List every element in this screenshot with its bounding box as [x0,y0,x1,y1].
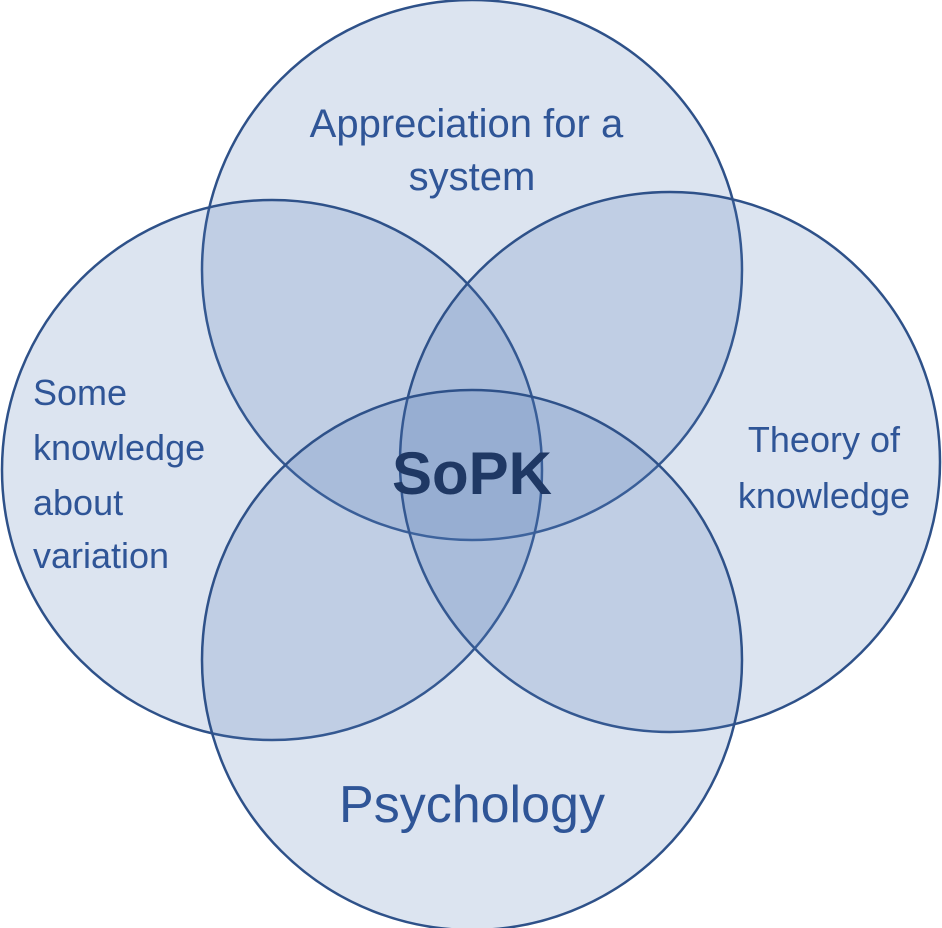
label-line: knowledge [738,475,910,516]
label-line: Some [33,372,127,413]
circle-knowledge-about-variation [0,198,544,742]
label-line: Appreciation for a [310,102,624,146]
label-psychology: Psychology [339,776,605,834]
venn-labels: Appreciation for a system Some knowledge… [33,102,910,834]
label-line: knowledge [33,427,205,468]
label-theory-of-knowledge: Theory of knowledge [738,419,910,516]
label-line: variation [33,535,169,576]
label-some-knowledge-about-variation: Some knowledge about variation [33,372,215,576]
label-line: Theory of [748,419,901,460]
circle-appreciation-for-a-system [200,0,744,542]
circle-psychology [200,388,744,928]
label-line: system [409,155,536,199]
label-line: about [33,482,123,523]
circle-theory-of-knowledge [398,190,942,734]
label-line: Psychology [339,776,605,834]
center-label-sopk: SoPK [392,440,552,507]
label-appreciation-for-a-system: Appreciation for a system [310,102,635,199]
